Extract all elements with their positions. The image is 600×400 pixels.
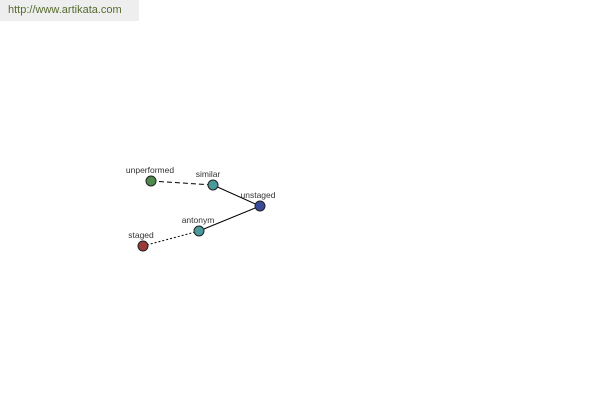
node-label-antonym: antonym xyxy=(182,215,215,225)
node-circle-staged[interactable] xyxy=(137,240,149,252)
node-label-unstaged: unstaged xyxy=(241,190,276,200)
node-label-similar: similar xyxy=(196,169,221,179)
edge-unstaged-antonym xyxy=(198,205,261,232)
node-unstaged[interactable]: unstaged xyxy=(241,190,276,212)
node-similar[interactable]: similar xyxy=(196,169,221,191)
node-label-unperformed: unperformed xyxy=(126,165,174,175)
node-circle-unstaged[interactable] xyxy=(254,200,266,212)
edge-antonym-staged xyxy=(142,230,200,247)
site-url-link[interactable]: http://www.artikata.com xyxy=(0,0,139,21)
edges-layer xyxy=(142,180,261,247)
node-staged[interactable]: staged xyxy=(128,230,154,252)
node-circle-similar[interactable] xyxy=(207,179,219,191)
edge-similar-unstaged xyxy=(212,184,261,207)
nodes-layer: unperformed similar unstaged antonym staged xyxy=(126,165,276,252)
node-circle-antonym[interactable] xyxy=(193,225,205,237)
node-antonym[interactable]: antonym xyxy=(182,215,215,237)
node-label-staged: staged xyxy=(128,230,154,240)
edge-unperformed-similar xyxy=(150,180,214,186)
node-unperformed[interactable]: unperformed xyxy=(126,165,174,187)
node-circle-unperformed[interactable] xyxy=(145,175,157,187)
